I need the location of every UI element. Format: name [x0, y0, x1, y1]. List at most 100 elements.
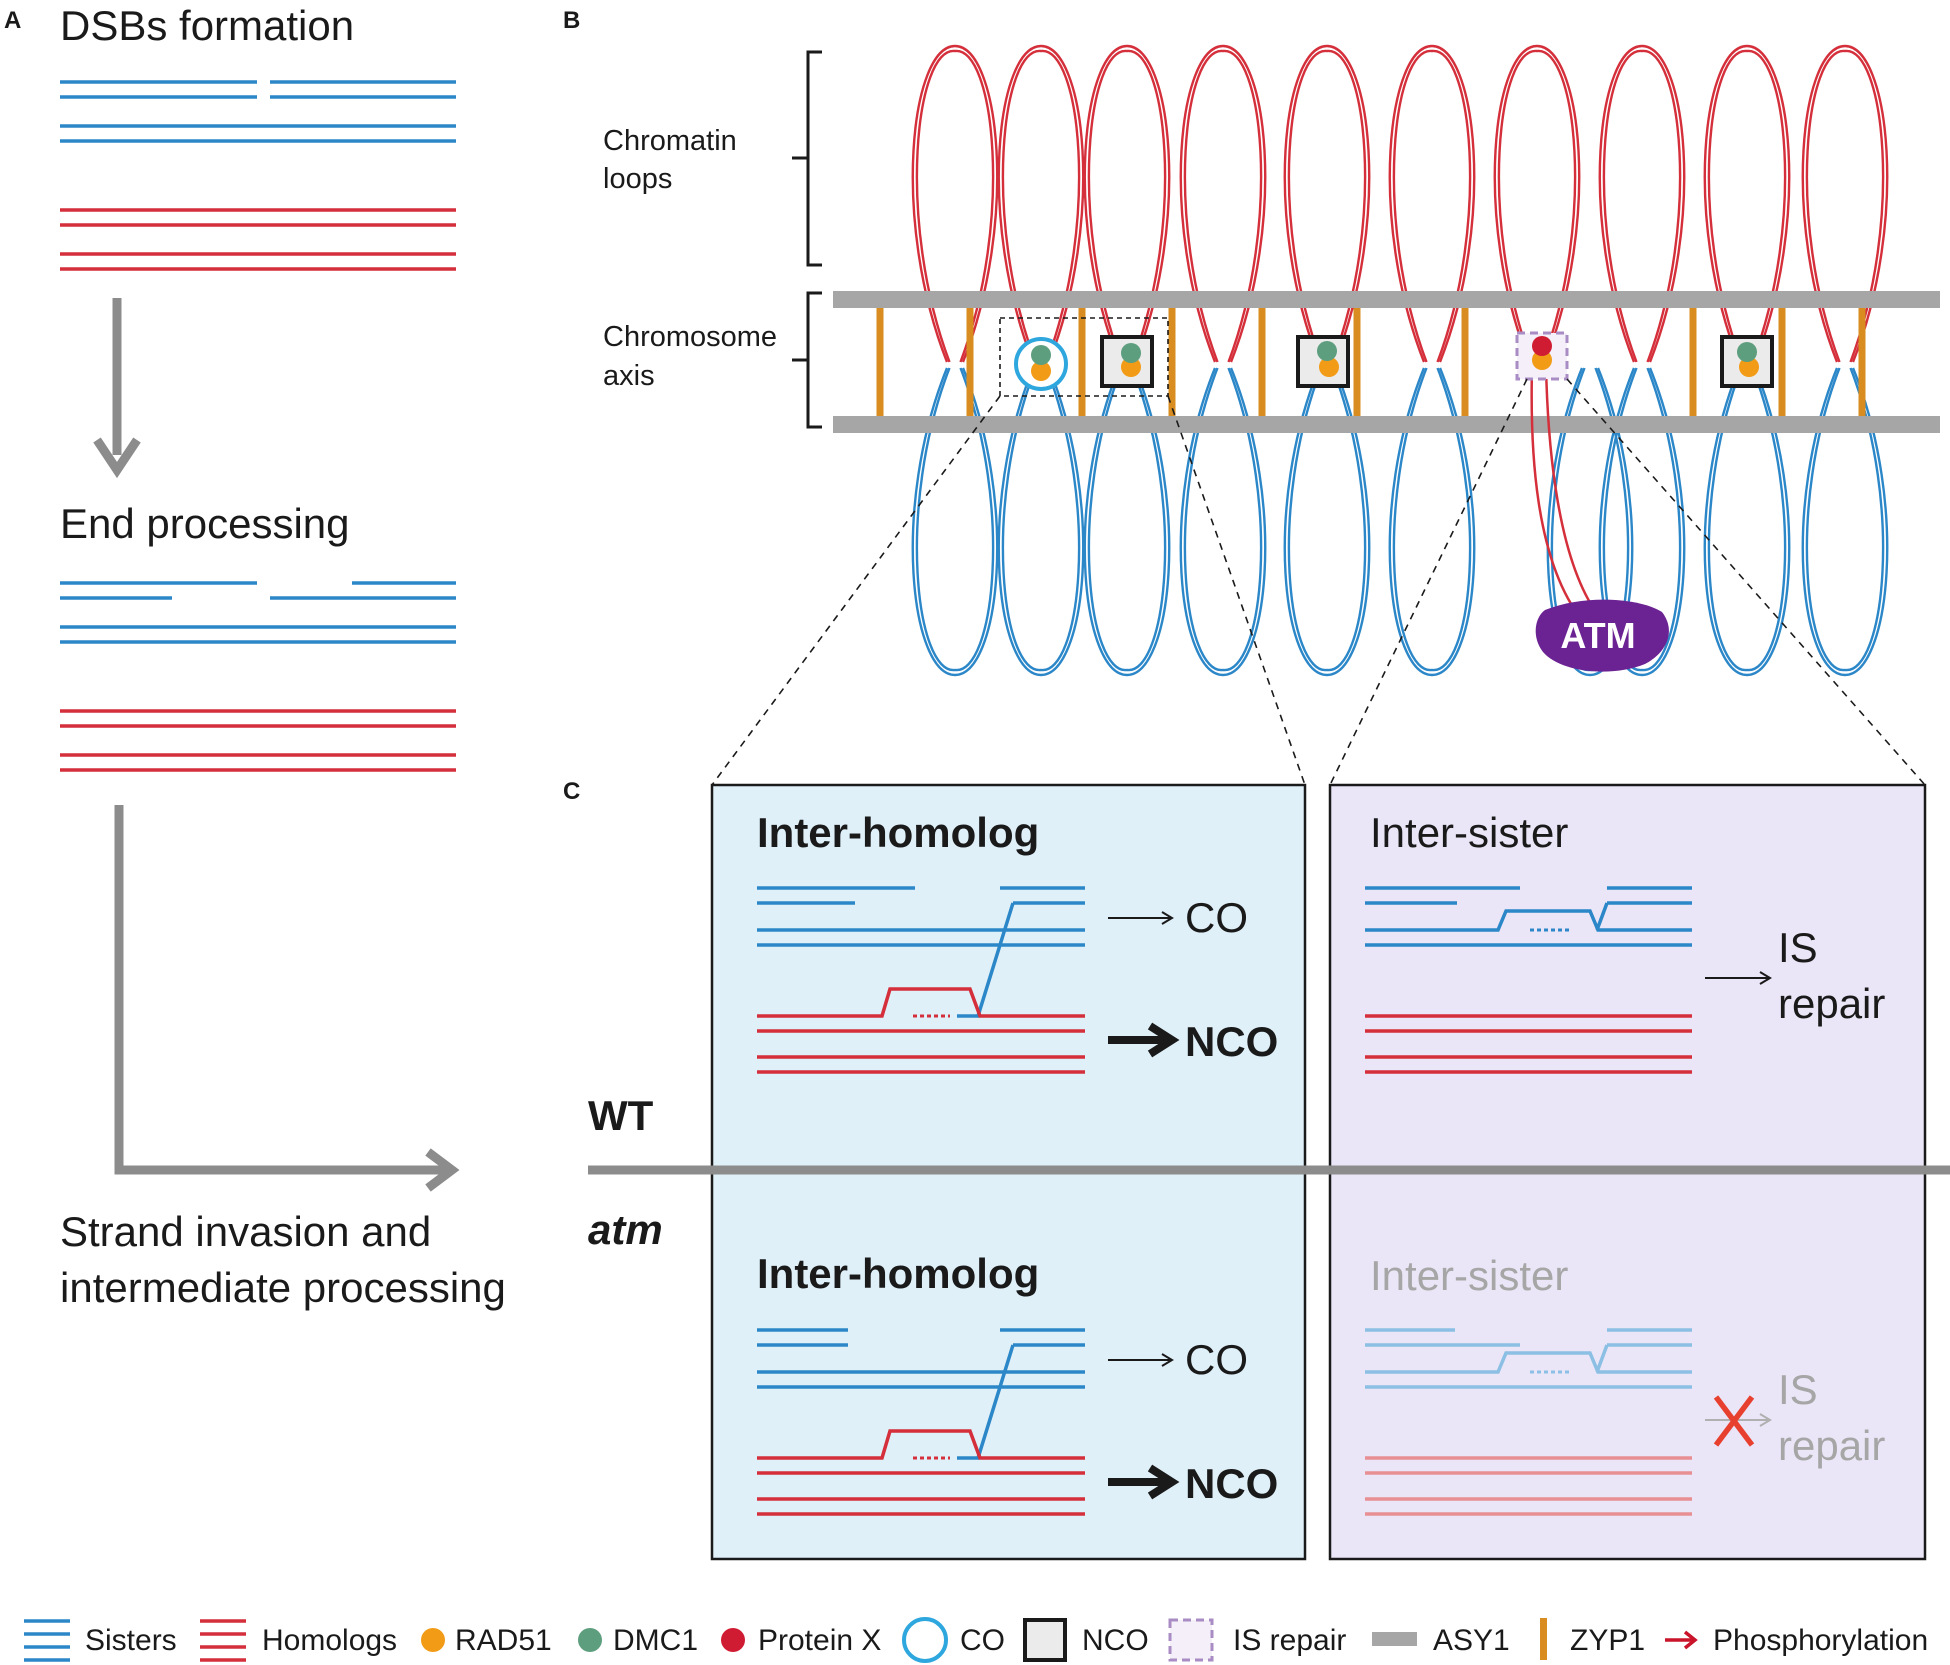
l-arrow-icon — [114, 805, 460, 1192]
legend-homologs: Homologs — [262, 1624, 397, 1657]
atm-genotype-label: atm — [588, 1206, 663, 1253]
zoom-region-box — [999, 317, 1169, 397]
zyp1-bar-2 — [966, 308, 974, 416]
wt-is-title: Inter-sister — [1370, 809, 1568, 856]
legend-rad51: RAD51 — [455, 1624, 552, 1657]
nco-site-2 — [1296, 335, 1350, 388]
rad51-dot-icon — [421, 1628, 445, 1652]
zyp1-bar-5 — [1258, 308, 1266, 416]
red-loop-6 — [1388, 44, 1476, 363]
red-loop-9 — [1703, 44, 1791, 363]
sisters-lines-icon — [24, 1619, 70, 1662]
wt-ih-nco: NCO — [1185, 1018, 1278, 1065]
step-strand-invasion-line2: intermediate processing — [60, 1264, 506, 1311]
blue-loop-6 — [1388, 367, 1476, 677]
red-loop-1 — [911, 44, 999, 363]
co-circle-icon — [902, 1617, 948, 1663]
step-end-processing: End processing — [60, 500, 350, 547]
wt-ih-co: CO — [1185, 894, 1248, 941]
zyp1-bar-8 — [1689, 308, 1697, 416]
zyp1-bar-icon — [1540, 1618, 1547, 1660]
blue-loop-2 — [997, 367, 1085, 677]
atm-ih-title: Inter-homolog — [757, 1250, 1039, 1297]
red-loop-1 — [915, 49, 995, 363]
wt-is-out-2: repair — [1778, 980, 1885, 1027]
protein-x-dot-icon — [721, 1628, 745, 1652]
atm-is-out-2: repair — [1778, 1422, 1885, 1469]
atm-is-out-1: IS — [1778, 1366, 1818, 1413]
panel-b-letter: B — [563, 7, 580, 34]
legend-co: CO — [960, 1624, 1005, 1657]
atm-kinase: ATM — [1535, 599, 1669, 672]
atm-ih-nco: NCO — [1185, 1460, 1278, 1507]
is-repair-dashed-square-icon — [1168, 1618, 1214, 1662]
blue-loop-8 — [1602, 367, 1682, 672]
red-loop-8 — [1602, 49, 1682, 363]
nco-site-1 — [1100, 335, 1154, 388]
zyp1-bar-1 — [876, 308, 884, 416]
legend-protein-x: Protein X — [758, 1624, 881, 1657]
dsb-sisters — [60, 80, 456, 143]
red-loop-9 — [1707, 49, 1787, 363]
blue-loop-3 — [1087, 367, 1167, 672]
blue-loop-10 — [1805, 367, 1885, 672]
end-processing-homologs — [60, 709, 456, 772]
red-loop-4 — [1183, 49, 1263, 363]
wt-inter-sister: Inter-sister IS repair — [1365, 809, 1885, 1074]
zyp1-transverse-filaments — [876, 308, 1866, 416]
atm-inter-homolog: Inter-homolog CO NCO — [757, 1250, 1278, 1516]
chromosome-axis-label-2: axis — [603, 360, 655, 392]
wt-ih-title: Inter-homolog — [757, 809, 1039, 856]
chromosome-axis-label-1: Chromosome — [603, 321, 777, 353]
red-loop-10 — [1805, 49, 1885, 363]
red-loop-5 — [1287, 49, 1367, 363]
wt-is-out-1: IS — [1778, 924, 1818, 971]
down-arrow-icon — [93, 298, 141, 479]
blue-loop-4 — [1183, 367, 1263, 672]
chromatin-loops-label-2: loops — [603, 163, 672, 195]
dsb-homologs — [60, 208, 456, 271]
legend-dmc1: DMC1 — [613, 1624, 698, 1657]
blue-loop-1 — [915, 367, 995, 672]
blue-loop-10 — [1801, 367, 1889, 677]
legend-zyp1: ZYP1 — [1570, 1624, 1645, 1657]
phosphorylation-arrow-icon — [1665, 1630, 1698, 1650]
red-loop-3 — [1083, 44, 1171, 363]
dmc1-dot-icon — [578, 1628, 602, 1652]
panel-b: B Chromatin loops Chromosome axis — [563, 7, 1940, 786]
blue-loop-5 — [1287, 367, 1367, 672]
step-dsb-formation: DSBs formation — [60, 2, 354, 49]
red-chromatin-loops — [911, 44, 1889, 363]
blue-loop-3 — [1083, 367, 1171, 677]
panel-a: A DSBs formation End processing — [4, 2, 506, 1311]
zyp1-bar-3 — [1078, 308, 1086, 416]
zyp1-bar-6 — [1353, 308, 1361, 416]
axis-bracket — [792, 291, 822, 429]
zyp1-bar-10 — [1858, 308, 1866, 416]
zoom-lines — [711, 378, 1926, 786]
blue-loop-atm — [1546, 367, 1634, 677]
red-loop-7 — [1493, 44, 1581, 363]
blue-loop-9 — [1707, 367, 1787, 672]
zyp1-bar-4 — [1168, 308, 1176, 416]
red-loop-8 — [1598, 44, 1686, 363]
blue-loop-6 — [1392, 367, 1472, 672]
chromatin-loops-label-1: Chromatin — [603, 125, 737, 157]
atm-ih-co: CO — [1185, 1336, 1248, 1383]
homologs-lines-icon — [200, 1619, 246, 1662]
legend-asy1: ASY1 — [1433, 1624, 1510, 1657]
panel-c: C WT atm Inter-homolog — [563, 778, 1950, 1561]
legend: Sisters Homologs RAD51 DMC1 Protein X CO… — [24, 1617, 1928, 1663]
blue-chromatin-loops — [911, 367, 1889, 677]
panel-a-letter: A — [4, 7, 21, 34]
blue-loop-1 — [911, 367, 999, 677]
nco-square-icon — [1023, 1618, 1067, 1662]
red-loop-to-atm — [1530, 366, 1583, 621]
wt-inter-homolog: Inter-homolog CO NCO — [757, 809, 1278, 1074]
nco-site-3 — [1720, 335, 1774, 388]
panel-c-letter: C — [563, 778, 580, 805]
legend-sisters: Sisters — [85, 1624, 177, 1657]
red-loop-3 — [1087, 49, 1167, 363]
blue-loop-9 — [1703, 367, 1791, 677]
zyp1-bar-9 — [1778, 308, 1786, 416]
